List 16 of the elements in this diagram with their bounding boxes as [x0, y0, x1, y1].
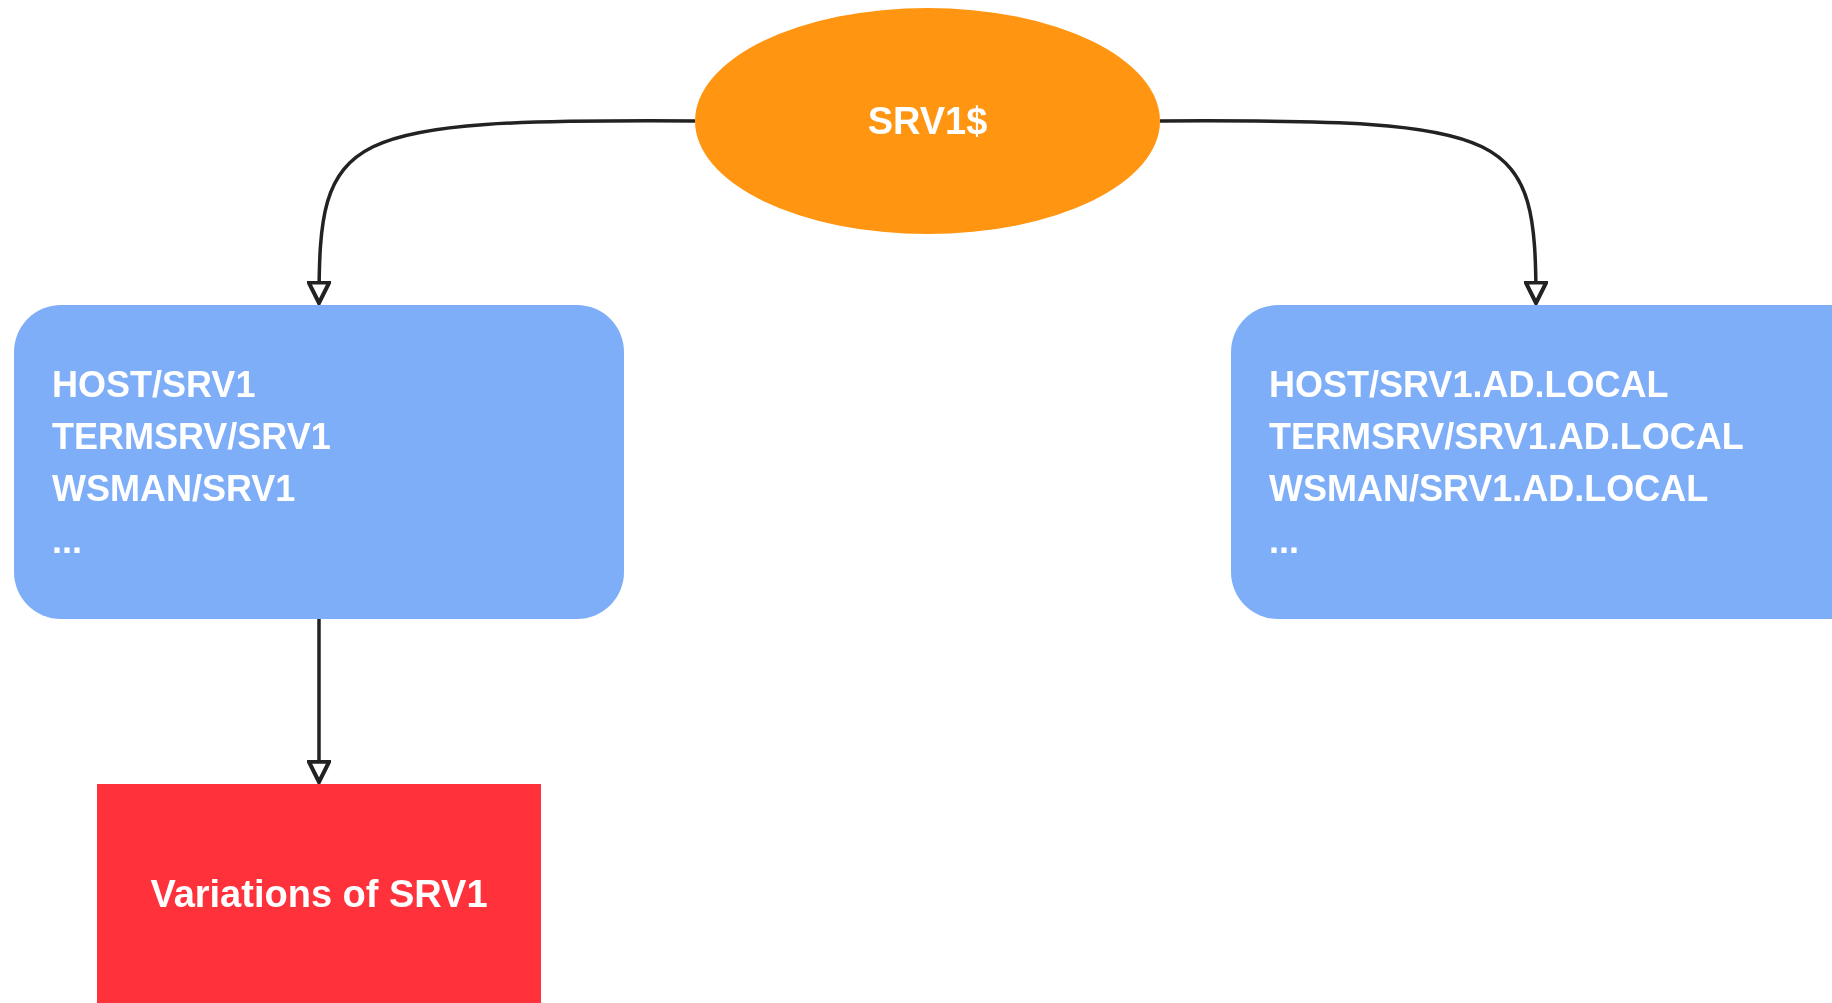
node-label: HOST/SRV1.AD.LOCAL — [1269, 363, 1669, 407]
arrow — [1160, 119, 1548, 306]
arrow — [307, 119, 695, 306]
node-label: ... — [52, 519, 82, 563]
node-label: Variations of SRV1 — [150, 871, 488, 916]
arrow — [306, 619, 332, 785]
node-label: WSMAN/SRV1.AD.LOCAL — [1269, 467, 1709, 511]
node-label: HOST/SRV1 — [52, 363, 256, 407]
rect-box — [97, 784, 541, 1003]
node-label: ... — [1269, 519, 1299, 563]
node-label: TERMSRV/SRV1.AD.LOCAL — [1269, 415, 1744, 459]
rounded-box — [14, 305, 624, 619]
node-label: WSMAN/SRV1 — [52, 467, 296, 511]
rounded-box — [1231, 305, 1832, 619]
node-label: TERMSRV/SRV1 — [52, 415, 331, 459]
node-label: SRV1$ — [867, 99, 988, 143]
